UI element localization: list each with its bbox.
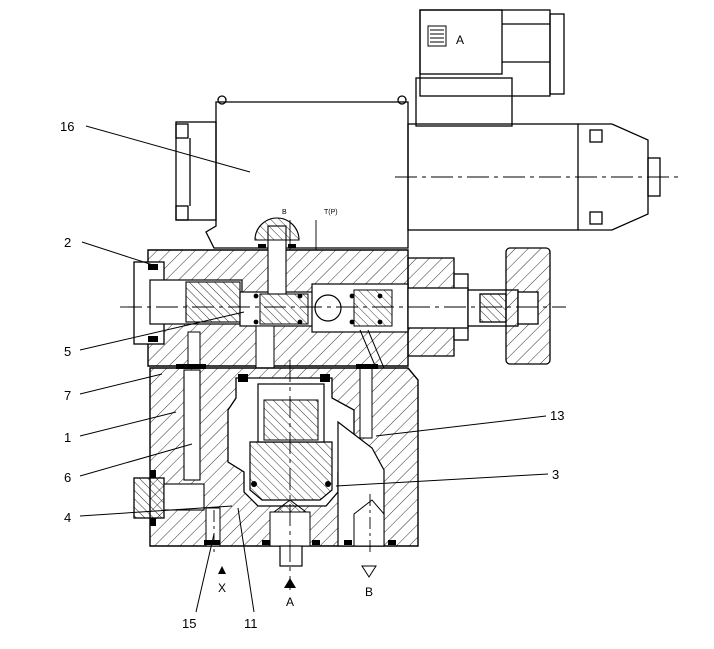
small-port-b: B (282, 209, 287, 216)
small-port-tp: T(P) (324, 209, 338, 216)
solenoid-head (175, 9, 661, 249)
port-x-arrow (218, 566, 226, 574)
main-body (133, 367, 419, 567)
callout-5: 5 (64, 344, 71, 359)
adjustment-knob (407, 247, 551, 365)
callout-1: 1 (64, 430, 71, 445)
callout-3: 3 (552, 467, 559, 482)
port-x-label: X (218, 581, 226, 595)
leader-lines (79, 125, 549, 613)
callout-7: 7 (64, 388, 71, 403)
port-a-label: A (286, 595, 294, 609)
connector-letter: A (456, 33, 464, 47)
pilot-seals (148, 244, 383, 342)
callout-2: 2 (64, 235, 71, 250)
connector-glyph-lines (430, 29, 444, 43)
callout-16: 16 (60, 119, 74, 134)
callout-11: 11 (244, 616, 258, 631)
callout-6: 6 (64, 470, 71, 485)
port-b-label: B (365, 585, 373, 599)
pilot-body (133, 217, 411, 369)
port-a-arrow (284, 578, 296, 588)
port-b-arrow (361, 565, 377, 578)
callout-4: 4 (64, 510, 71, 525)
callout-13: 13 (550, 408, 564, 423)
callout-15: 15 (182, 616, 196, 631)
